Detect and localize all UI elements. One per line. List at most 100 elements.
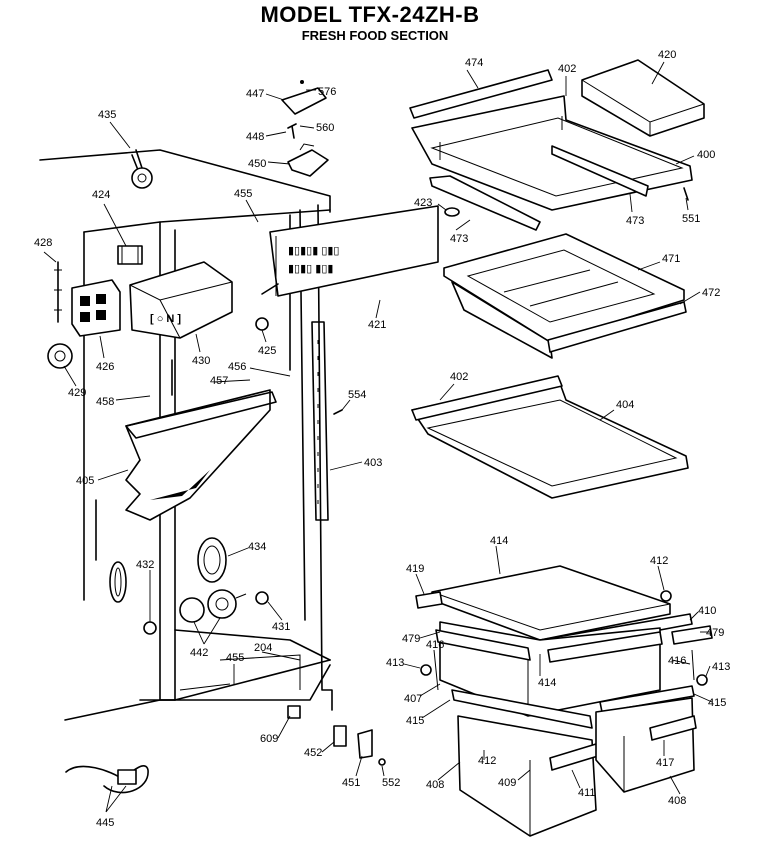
part-447-bracket	[281, 80, 327, 115]
part-424-switch	[117, 245, 143, 265]
part-label-421: 421	[368, 319, 386, 331]
part-label-450: 450	[248, 158, 266, 170]
part-407-crisper-drawer	[435, 621, 663, 717]
part-551-screw	[683, 187, 689, 201]
part-473-glass-edge	[429, 145, 649, 231]
leader-lines	[43, 61, 713, 813]
part-label-426: 426	[96, 361, 114, 373]
part-label-609: 609	[260, 733, 278, 745]
part-label-432: 432	[136, 559, 154, 571]
part-label-416-b: 416	[668, 655, 686, 667]
part-labels: 474 402 420 400 423 473 473 551 471 472 …	[34, 49, 730, 829]
part-448-screw	[287, 123, 297, 139]
part-label-455: 455	[234, 188, 252, 200]
part-label-414: 414	[490, 535, 508, 547]
part-label-417: 417	[656, 757, 674, 769]
part-label-430: 430	[192, 355, 210, 367]
svg-text:▮▯▮▯ ▮▯▮: ▮▯▮▯ ▮▯▮	[288, 263, 333, 275]
part-label-414-b: 414	[538, 677, 556, 689]
part-label-425: 425	[258, 345, 276, 357]
part-label-413-b: 413	[712, 661, 730, 673]
part-label-423: 423	[414, 197, 432, 209]
part-471-meat-pan	[443, 233, 685, 359]
part-label-434: 434	[248, 541, 266, 553]
part-431-bulb	[255, 591, 269, 605]
part-405-cover	[125, 389, 277, 521]
part-label-445: 445	[96, 817, 114, 829]
part-415-frames	[451, 685, 695, 729]
part-420-bin	[581, 59, 705, 137]
part-472-pan-cover	[547, 301, 687, 353]
part-435-light-socket	[131, 149, 153, 189]
part-419-bracket	[415, 591, 443, 609]
part-428-heater	[54, 261, 62, 323]
part-label-405: 405	[76, 475, 94, 487]
part-label-428: 428	[34, 237, 52, 249]
part-416-glides	[433, 649, 695, 691]
part-451-bracket	[357, 729, 373, 759]
part-label-408: 408	[426, 779, 444, 791]
part-label-456: 456	[228, 361, 246, 373]
part-label-413: 413	[386, 657, 404, 669]
part-label-424: 424	[92, 189, 110, 201]
part-label-411: 411	[578, 787, 596, 799]
part-label-471: 471	[662, 253, 680, 265]
part-label-576: 576	[318, 86, 336, 98]
part-445-power-cord	[65, 765, 149, 794]
part-554-screw	[333, 409, 343, 415]
part-421-control-panel: ▮▯▮▯▮ ▯▮▯ ▮▯▮▯ ▮▯▮	[261, 205, 439, 297]
part-label-474: 474	[465, 57, 483, 69]
part-label-448: 448	[246, 131, 264, 143]
part-label-447: 447	[246, 88, 264, 100]
part-label-429: 429	[68, 387, 86, 399]
part-408-drawer-right	[595, 697, 697, 793]
part-label-404: 404	[616, 399, 634, 411]
part-432-shield	[109, 561, 157, 635]
part-425-knob	[255, 317, 269, 331]
svg-text:▮▯▮▯▮ ▯▮▯: ▮▯▮▯▮ ▯▮▯	[288, 245, 339, 257]
diagram-subtitle: FRESH FOOD SECTION	[301, 28, 449, 43]
part-label-408-b: 408	[668, 795, 686, 807]
part-label-402-b: 402	[450, 371, 468, 383]
part-label-416: 416	[426, 639, 444, 651]
part-label-455-b: 455	[226, 652, 244, 664]
part-label-552: 552	[382, 777, 400, 789]
part-label-451: 451	[342, 777, 360, 789]
part-609-clip	[287, 705, 301, 719]
part-label-551: 551	[682, 213, 700, 225]
part-423-bumper	[444, 207, 460, 217]
part-474-rail	[409, 69, 553, 119]
part-label-479: 479	[402, 633, 420, 645]
part-label-412-b: 412	[478, 755, 496, 767]
part-label-412: 412	[650, 555, 668, 567]
part-label-473: 473	[450, 233, 468, 245]
part-label-204: 204	[254, 642, 272, 654]
diagram-title: MODEL TFX-24ZH-B	[260, 2, 480, 27]
part-430-control-housing: [ ○ N ]	[129, 261, 233, 339]
part-408-drawer-left	[457, 715, 599, 837]
part-label-415-b: 415	[708, 697, 726, 709]
svg-text:[ ○ N ]: [ ○ N ]	[150, 313, 181, 325]
part-434-lamp	[197, 537, 227, 583]
part-label-420: 420	[658, 49, 676, 61]
part-label-442: 442	[190, 647, 208, 659]
part-label-409: 409	[498, 777, 516, 789]
part-426-receptacle	[71, 279, 121, 337]
part-label-472: 472	[702, 287, 720, 299]
part-label-415: 415	[406, 715, 424, 727]
part-label-452: 452	[304, 747, 322, 759]
part-label-560: 560	[316, 122, 334, 134]
part-429-knob	[47, 343, 73, 369]
part-label-554: 554	[348, 389, 366, 401]
part-label-419: 419	[406, 563, 424, 575]
part-403-shelf-ladder	[311, 321, 329, 521]
part-label-473-b: 473	[626, 215, 644, 227]
part-label-457: 457	[210, 375, 228, 387]
part-442-motor	[179, 589, 247, 623]
part-label-407: 407	[404, 693, 422, 705]
part-452-plate	[333, 725, 347, 747]
part-label-458: 458	[96, 396, 114, 408]
part-label-479-b: 479	[706, 627, 724, 639]
part-450-hinge	[287, 143, 329, 177]
